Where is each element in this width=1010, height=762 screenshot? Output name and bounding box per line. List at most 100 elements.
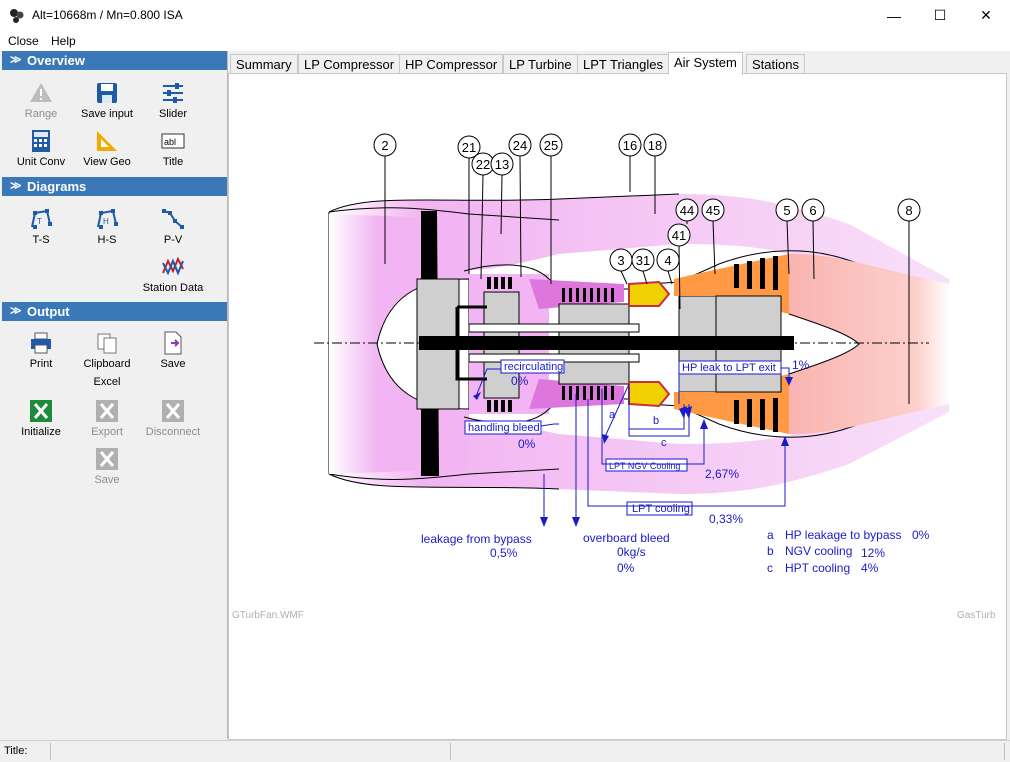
excel-save-button[interactable]: Save <box>74 447 140 486</box>
legend-b-key: b <box>767 544 774 558</box>
calculator-icon <box>29 129 53 153</box>
arrowhead-icon <box>700 419 708 429</box>
legend-a-value: 0% <box>912 528 930 542</box>
section-title: Diagrams <box>27 179 86 194</box>
tool-label: Unit Conv <box>17 156 65 168</box>
marker-c: c <box>661 437 667 449</box>
pv-diagram-button[interactable]: P-V <box>140 207 206 246</box>
section-title: Output <box>27 304 70 319</box>
text-field-icon: abl <box>161 129 185 153</box>
station-31: 31 <box>632 249 654 284</box>
minimize-button[interactable]: — <box>871 0 917 31</box>
legend-b-text: NGV cooling <box>785 544 852 558</box>
station-data-icon <box>161 255 185 279</box>
menu-close[interactable]: Close <box>8 34 39 48</box>
section-diagrams-header[interactable]: ≫ Diagrams <box>2 177 227 196</box>
svg-text:4: 4 <box>664 253 671 268</box>
tab-lpt-triangles[interactable]: LPT Triangles <box>577 54 669 74</box>
svg-text:31: 31 <box>636 253 650 268</box>
tool-label: View Geo <box>83 156 131 168</box>
collapse-chevron-icon: ≫ <box>10 304 22 317</box>
svg-text:41: 41 <box>672 228 686 243</box>
legend-c-key: c <box>767 561 773 575</box>
tool-label: Export <box>91 426 123 438</box>
hpt-lower-flow <box>674 392 714 418</box>
combustor-lower <box>629 382 669 406</box>
clipboard-excel-button[interactable]: Clipboard Excel <box>74 331 140 388</box>
tab-lp-compressor[interactable]: LP Compressor <box>298 54 400 74</box>
recirculating-label: recirculating <box>504 361 563 373</box>
menu-help[interactable]: Help <box>51 34 76 48</box>
arrowhead-icon <box>540 517 548 527</box>
sidebar: ≫ Overview Range Save input Slider Unit … <box>2 51 228 739</box>
svg-text:8: 8 <box>905 203 912 218</box>
legend-c-value: 4% <box>861 561 879 575</box>
tab-hp-compressor[interactable]: HP Compressor <box>399 54 503 74</box>
save-output-button[interactable]: Save <box>140 331 206 370</box>
unit-conv-button[interactable]: Unit Conv <box>8 129 74 168</box>
tool-label: Disconnect <box>146 426 200 438</box>
station-3: 3 <box>610 249 632 284</box>
tab-lp-turbine[interactable]: LP Turbine <box>503 54 578 74</box>
ts-diagram-button[interactable]: T T-S <box>8 207 74 246</box>
pv-diagram-icon <box>161 207 185 231</box>
hs-diagram-button[interactable]: H H-S <box>74 207 140 246</box>
svg-text:5: 5 <box>783 203 790 218</box>
export-button[interactable]: Export <box>74 399 140 438</box>
lpt-cooling-label: LPT cooling <box>632 503 690 515</box>
tab-summary[interactable]: Summary <box>230 54 298 74</box>
tool-label: P-V <box>164 234 182 246</box>
window-title: Alt=10668m / Mn=0.800 ISA <box>32 8 183 22</box>
range-button[interactable]: Range <box>8 81 74 120</box>
hp-shaft-upper <box>469 324 639 332</box>
section-overview-header[interactable]: ≫ Overview <box>2 51 227 70</box>
handling-bleed-label: handling bleed <box>468 422 540 434</box>
svg-text:H: H <box>103 217 109 226</box>
svg-text:21: 21 <box>462 140 476 155</box>
view-geo-button[interactable]: View Geo <box>74 129 140 168</box>
tab-air-system[interactable]: Air System <box>668 52 743 75</box>
status-bar: Title: <box>0 740 1010 762</box>
tab-stations[interactable]: Stations <box>746 54 805 74</box>
station-data-button[interactable]: Station Data <box>140 255 206 294</box>
slider-button[interactable]: Slider <box>140 81 206 120</box>
title-button[interactable]: abl Title <box>140 129 206 168</box>
lpt-cooling-value: 0,33% <box>709 512 743 526</box>
leakage-bypass-label: leakage from bypass <box>421 532 532 546</box>
svg-text:13: 13 <box>495 157 509 172</box>
status-separator <box>450 743 451 760</box>
clipboard-icon <box>95 331 119 355</box>
overboard-bleed-value: 0% <box>617 561 635 575</box>
tool-label: Title <box>163 156 183 168</box>
menu-bar: Close Help <box>0 31 1010 51</box>
close-window-button[interactable]: ✕ <box>963 0 1009 31</box>
tool-label: Save input <box>81 108 133 120</box>
tool-label: Initialize <box>21 426 61 438</box>
svg-text:18: 18 <box>648 138 662 153</box>
save-input-button[interactable]: Save input <box>74 81 140 120</box>
hp-leak-label: HP leak to LPT exit <box>682 362 776 374</box>
section-title: Overview <box>27 53 85 68</box>
disconnect-button[interactable]: Disconnect <box>140 399 206 438</box>
svg-text:abl: abl <box>164 137 176 147</box>
excel-disconnect-icon <box>161 399 185 423</box>
tool-label: T-S <box>32 234 49 246</box>
tool-label: Save <box>94 474 119 486</box>
print-button[interactable]: Print <box>8 331 74 370</box>
status-separator <box>50 743 51 760</box>
section-output-header[interactable]: ≫ Output <box>2 302 227 321</box>
legend-b-value: 12% <box>861 546 885 560</box>
station-16: 16 <box>619 134 641 192</box>
svg-text:25: 25 <box>544 138 558 153</box>
overboard-bleed-flow: 0kg/s <box>617 545 646 559</box>
tool-label: Slider <box>159 108 187 120</box>
excel-icon <box>29 399 53 423</box>
initialize-button[interactable]: Initialize <box>8 399 74 438</box>
set-square-icon <box>95 129 119 153</box>
hs-diagram-icon: H <box>95 207 119 231</box>
air-system-panel: 2 21 22 13 24 25 16 18 3 31 4 41 44 45 5… <box>228 73 1007 740</box>
maximize-button[interactable]: ☐ <box>917 0 963 31</box>
footer-left: GTurbFan.WMF <box>232 610 304 621</box>
legend-a-key: a <box>767 528 774 542</box>
svg-text:6: 6 <box>809 203 816 218</box>
